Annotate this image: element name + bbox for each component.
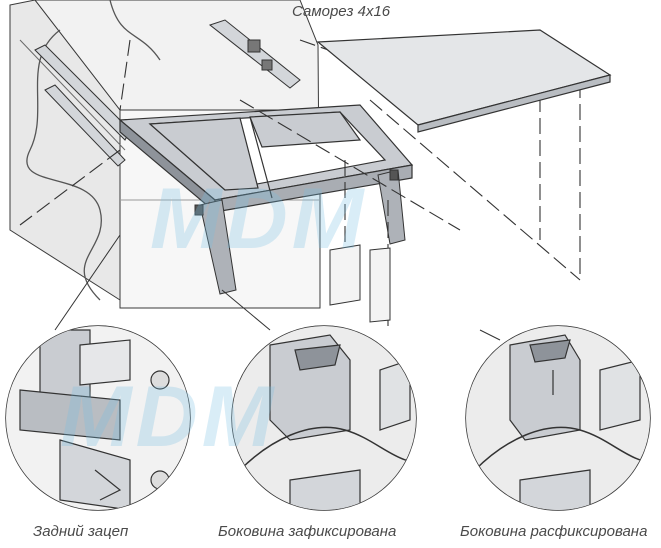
pull-out-frame bbox=[118, 104, 414, 214]
detail-side-unfixed bbox=[465, 325, 651, 511]
cable bbox=[26, 29, 102, 301]
cable-top bbox=[109, 0, 161, 61]
panel-outlines bbox=[329, 244, 391, 323]
detail-side-fixed bbox=[231, 325, 417, 511]
front-brackets bbox=[194, 169, 406, 295]
leader-lines bbox=[54, 234, 501, 341]
label-side-unfixed: Боковина расфиксирована bbox=[460, 523, 648, 540]
label-side-fixed: Боковина зафиксирована bbox=[218, 523, 397, 540]
detail-rear-hook bbox=[5, 325, 191, 511]
label-rear-hook: Задний зацеп bbox=[33, 523, 129, 540]
top-rail bbox=[208, 19, 301, 89]
label-screw: Саморез 4x16 bbox=[292, 3, 391, 20]
side-panel bbox=[316, 29, 612, 133]
